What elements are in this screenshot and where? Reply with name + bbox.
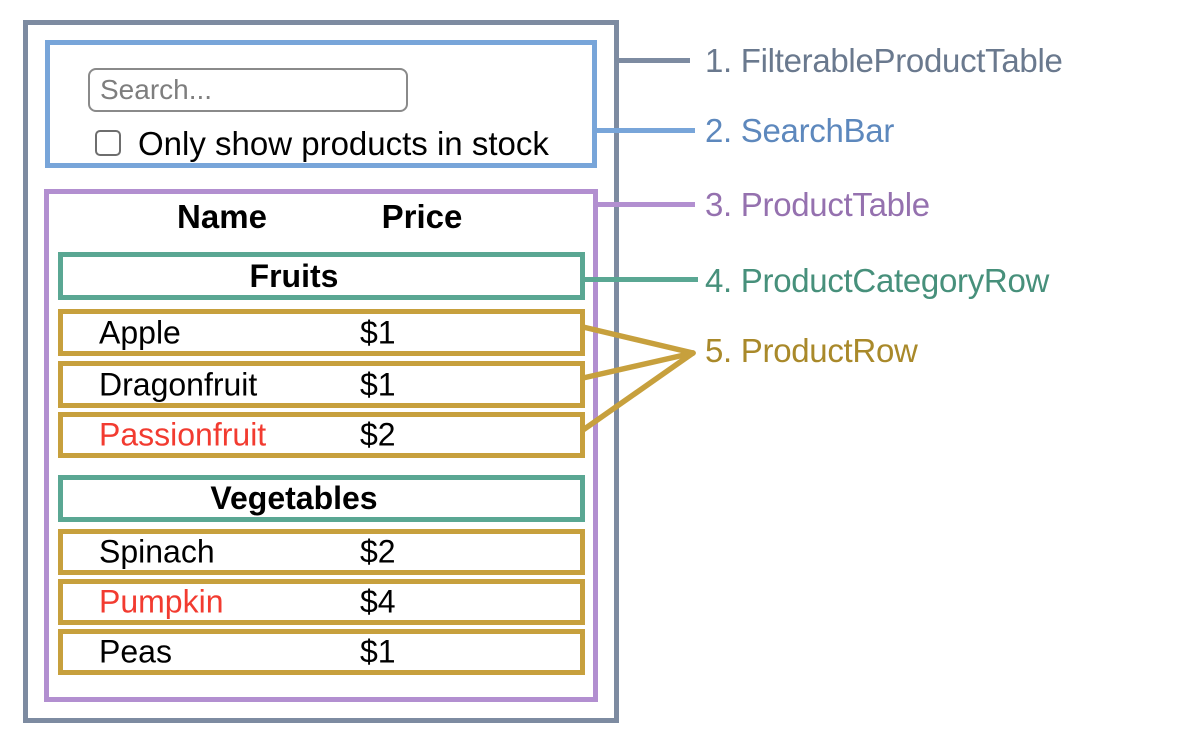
in-stock-checkbox[interactable] bbox=[95, 130, 121, 156]
connector-search-bar bbox=[597, 128, 695, 133]
product-row: Passionfruit $2 bbox=[58, 412, 585, 458]
product-row: Apple $1 bbox=[58, 309, 585, 356]
product-row: Spinach $2 bbox=[58, 529, 585, 575]
product-row: Dragonfruit $1 bbox=[58, 361, 585, 408]
product-row: Peas $1 bbox=[58, 629, 585, 675]
product-price: $2 bbox=[360, 416, 396, 453]
connector-product-category-row bbox=[585, 277, 698, 282]
product-price: $4 bbox=[360, 583, 396, 620]
label-filterable-product-table: 1. FilterableProductTable bbox=[705, 42, 1063, 79]
product-name: Passionfruit bbox=[99, 416, 267, 453]
product-name: Pumpkin bbox=[99, 583, 224, 620]
connector-product-table bbox=[598, 202, 695, 207]
in-stock-checkbox-label: Only show products in stock bbox=[138, 125, 549, 162]
product-price: $1 bbox=[360, 314, 396, 350]
category-row-fruits: Fruits bbox=[58, 252, 585, 300]
label-search-bar: 2. SearchBar bbox=[705, 112, 895, 149]
category-row-vegetables: Vegetables bbox=[58, 475, 585, 522]
search-input[interactable] bbox=[88, 68, 408, 112]
product-price: $2 bbox=[360, 533, 396, 570]
label-product-row: 5. ProductRow bbox=[705, 332, 918, 369]
label-product-category-row: 4. ProductCategoryRow bbox=[705, 262, 1050, 299]
product-name: Spinach bbox=[99, 533, 215, 570]
label-product-table: 3. ProductTable bbox=[705, 186, 930, 223]
product-price: $1 bbox=[360, 366, 396, 402]
column-header-price: Price bbox=[381, 198, 463, 235]
connector-filterable-product-table bbox=[619, 58, 690, 63]
product-row: Pumpkin $4 bbox=[58, 579, 585, 625]
product-name: Apple bbox=[99, 314, 181, 350]
product-price: $1 bbox=[360, 633, 396, 670]
column-header-name: Name bbox=[177, 198, 267, 235]
product-name: Peas bbox=[99, 633, 172, 670]
product-name: Dragonfruit bbox=[99, 366, 258, 402]
